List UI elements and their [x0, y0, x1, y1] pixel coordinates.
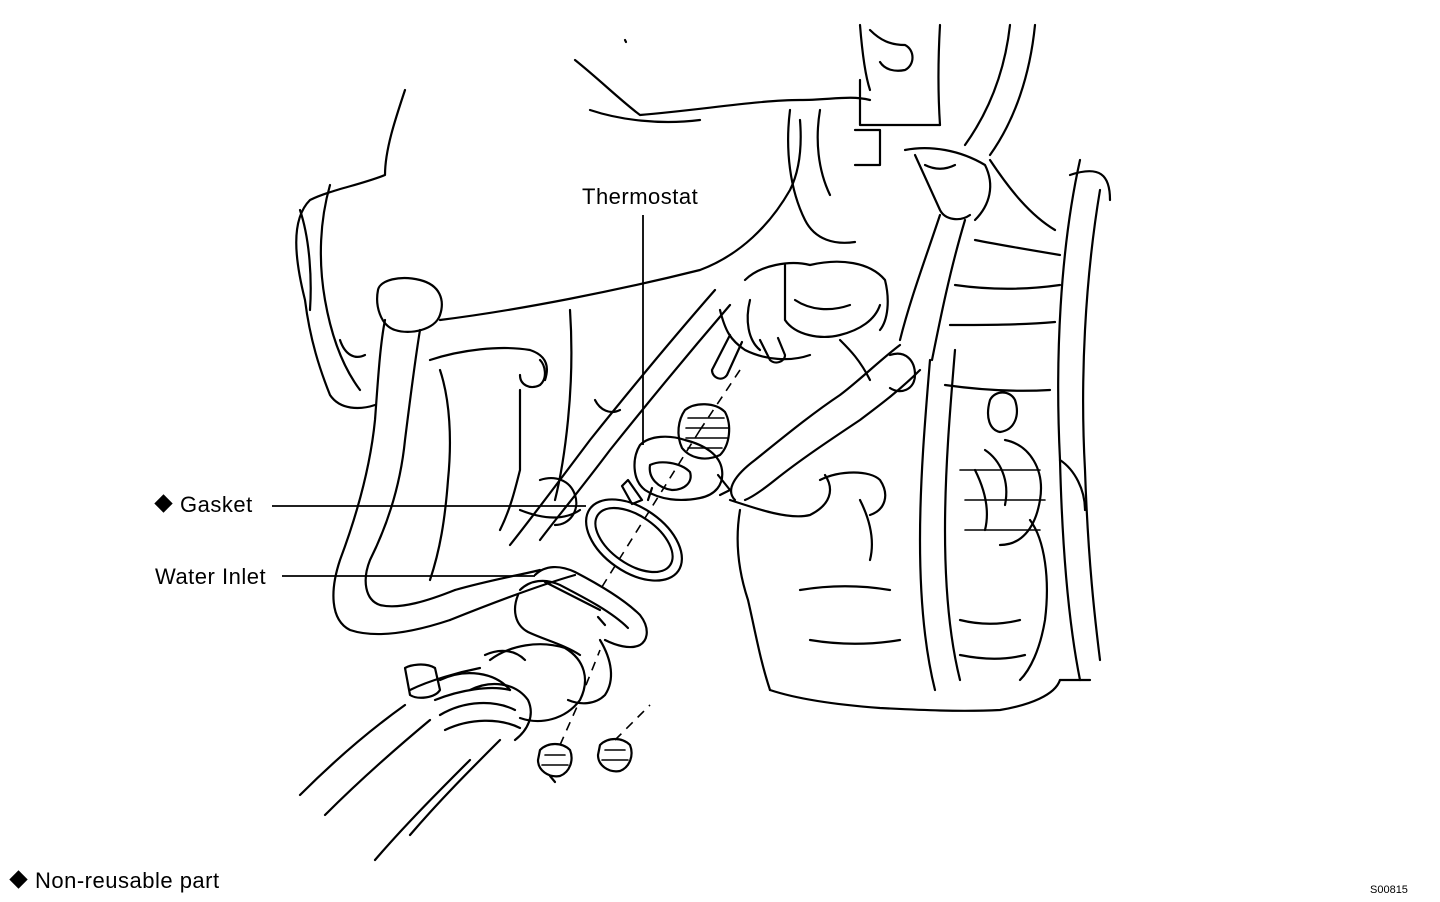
- water-inlet-part: [438, 566, 648, 742]
- engine-block-outline: [295, 23, 1037, 410]
- nut-left: [536, 742, 573, 784]
- thermostat-housing: [428, 288, 732, 582]
- diamond-icon: [9, 870, 28, 889]
- gasket-label: Gasket: [154, 492, 253, 517]
- gasket-label-text: Gasket: [180, 492, 253, 517]
- radiator-hose: [298, 663, 522, 862]
- bypass-pipe: [298, 208, 577, 636]
- thermostat-part: [620, 403, 732, 506]
- legend-text: Non-reusable part: [35, 868, 220, 893]
- assembly-guide-lines: [559, 369, 741, 746]
- figure-code: S00815: [1370, 884, 1408, 896]
- nut-right: [596, 737, 633, 773]
- thermostat-label: Thermostat: [582, 184, 699, 209]
- engine-right-components: [710, 147, 1112, 712]
- water-inlet-label: Water Inlet: [155, 564, 267, 589]
- legend-non-reusable: Non-reusable part: [9, 868, 220, 893]
- diamond-icon: [154, 494, 173, 513]
